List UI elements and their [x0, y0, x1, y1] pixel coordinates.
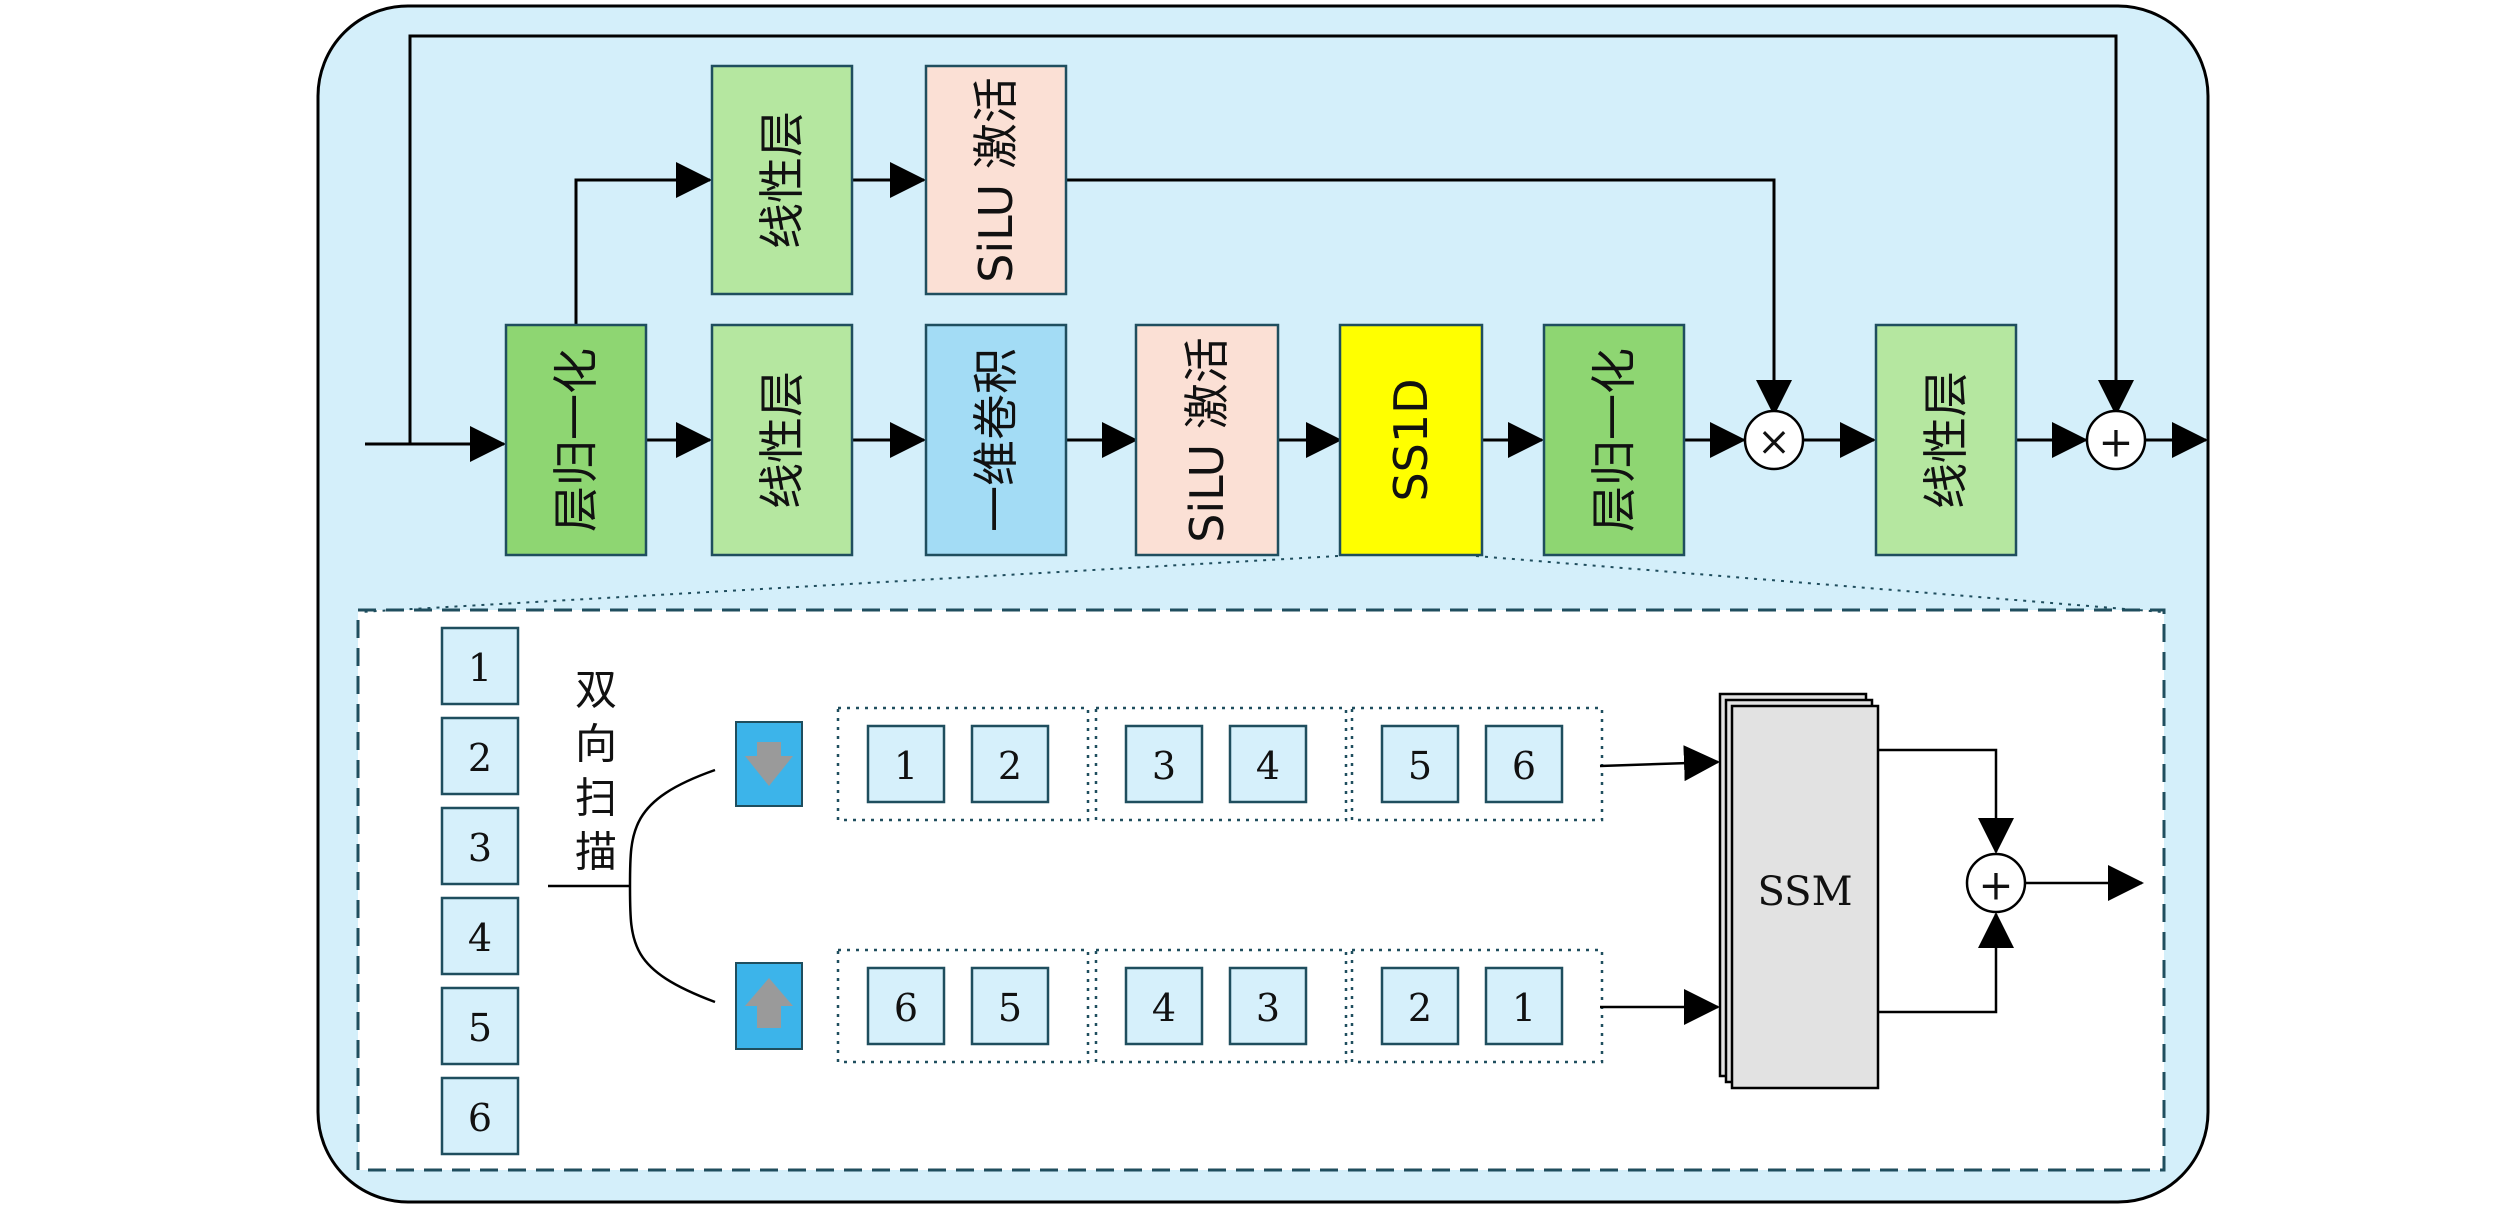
scan-bracket-lower	[628, 885, 716, 1004]
sequence-token-label: 3	[468, 826, 492, 870]
scan-token-box	[1228, 966, 1308, 1046]
scan-token-box	[970, 966, 1050, 1046]
token-group	[1094, 948, 1348, 1064]
scan-token-box	[970, 724, 1050, 804]
sequence-token-label: 4	[468, 916, 492, 960]
scan-token-label: 2	[998, 744, 1022, 788]
scan-token-label: 1	[894, 744, 918, 788]
sequence-token-box	[440, 1076, 520, 1156]
scan-token-box	[1484, 724, 1564, 804]
scan-token-label: 5	[1408, 744, 1432, 788]
scan-bracket-upper	[628, 768, 716, 887]
linear-2-label: 线性层	[755, 111, 809, 249]
input-sequence: 1 2 3 4 5 6	[440, 626, 520, 1156]
scan-token-label: 2	[1408, 986, 1432, 1030]
forward-to-ssm-arrow	[1599, 745, 1720, 782]
ssm-add-node	[1965, 852, 2027, 914]
ssm-box	[1730, 704, 1880, 1090]
ssm-label: SSM	[1757, 869, 1852, 915]
layernorm-1-box	[504, 323, 648, 557]
silu-2-box	[924, 64, 1068, 296]
scan-label-char: 双	[575, 666, 617, 715]
residual-add-symbol: +	[2098, 418, 2133, 467]
token-group	[836, 706, 1090, 822]
scan-token-box	[866, 724, 946, 804]
arrow-down-icon	[745, 742, 793, 786]
forward-scan-sequence: 1 2 3 4 5 6	[836, 706, 1604, 822]
scan-label-char: 描	[575, 828, 617, 877]
arrow-up-icon	[745, 978, 793, 1028]
layernorm-2-label: 层归一化	[1587, 348, 1641, 532]
gate-line	[1066, 178, 1792, 416]
ssm-forward-output-line	[1878, 748, 2014, 854]
scan-token-box	[1124, 966, 1204, 1046]
token-group	[1094, 706, 1348, 822]
scan-token-label: 1	[1512, 986, 1536, 1030]
scan-token-box	[1380, 724, 1460, 804]
ssm-add-symbol: +	[1978, 861, 2013, 910]
token-group	[1350, 706, 1604, 822]
sequence-token-box	[440, 626, 520, 706]
scan-token-box	[866, 966, 946, 1046]
scan-label-char: 向	[575, 720, 617, 769]
scan-token-box	[1124, 724, 1204, 804]
linear-out-box	[1874, 323, 2018, 557]
scan-token-label: 5	[998, 986, 1022, 1030]
residual-add-node	[2085, 409, 2147, 471]
sequence-token-label: 5	[468, 1006, 492, 1050]
ss1d-label: SS1D	[1384, 378, 1438, 501]
backward-scan-sequence: 6 5 4 3 2 1	[836, 948, 1604, 1064]
sequence-token-box	[440, 986, 520, 1066]
multiply-node	[1743, 409, 1805, 471]
branch-line	[574, 162, 712, 325]
ss1d-box	[1338, 323, 1484, 557]
sequence-token-label: 2	[468, 736, 492, 780]
conv1d-label: 一维卷积	[969, 348, 1023, 532]
silu-1-box	[1134, 323, 1280, 557]
scan-token-box	[1484, 966, 1564, 1046]
layernorm-1-label: 层归一化	[549, 348, 603, 532]
silu-2-label: SiLU 激活	[969, 77, 1023, 283]
token-group	[836, 948, 1090, 1064]
layernorm-2-box	[1542, 323, 1686, 557]
sequence-token-box	[440, 896, 520, 976]
scan-token-label: 4	[1152, 986, 1176, 1030]
linear-out-label: 线性层	[1919, 371, 1973, 509]
scan-token-box	[1380, 966, 1460, 1046]
linear-1-box	[710, 323, 854, 557]
zoom-line-left	[359, 555, 1339, 613]
conv1d-box	[924, 323, 1068, 557]
linear-2-box	[710, 64, 854, 296]
sequence-token-label: 1	[468, 646, 492, 690]
scan-token-label: 6	[1512, 744, 1536, 788]
ssm-backward-output-line	[1878, 912, 2014, 1014]
scan-token-label: 3	[1256, 986, 1280, 1030]
residual-skip-line	[408, 34, 2134, 444]
sequence-token-label: 6	[468, 1096, 492, 1140]
sequence-token-box	[440, 806, 520, 886]
silu-1-label: SiLU 激活	[1180, 337, 1234, 543]
sequence-token-box	[440, 716, 520, 796]
multiply-symbol: ×	[1757, 419, 1791, 465]
scan-token-label: 6	[894, 986, 918, 1030]
scan-token-label: 3	[1152, 744, 1176, 788]
scan-token-label: 4	[1256, 744, 1280, 788]
scan-label-char: 扫	[575, 774, 617, 823]
scan-token-box	[1228, 724, 1308, 804]
zoom-line-right	[1475, 555, 2163, 613]
linear-1-label: 线性层	[755, 371, 809, 509]
